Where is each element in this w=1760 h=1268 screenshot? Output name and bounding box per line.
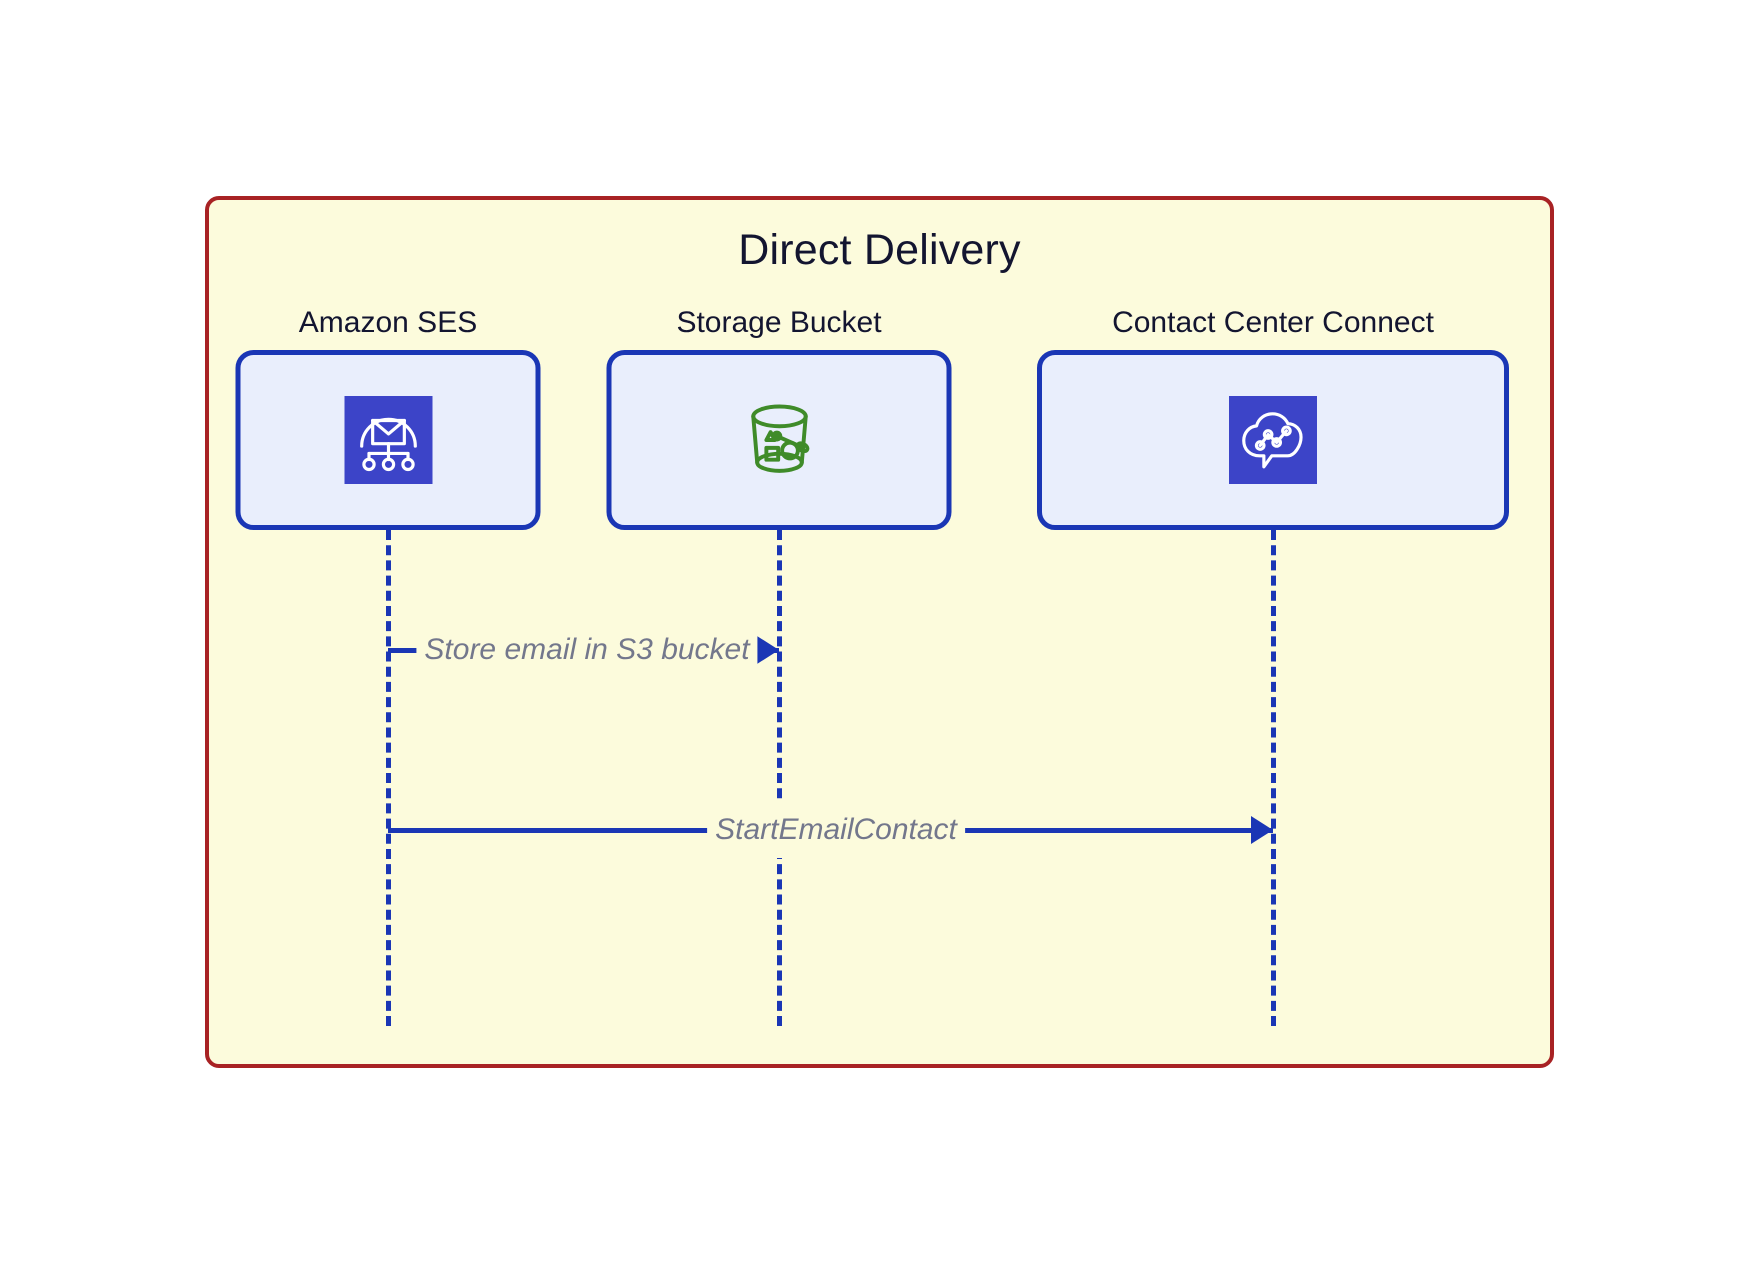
- amazon-connect-cloud-icon: [1229, 396, 1317, 484]
- participant-label-storage-bucket: Storage Bucket: [676, 306, 882, 339]
- s3-bucket-icon: [735, 396, 823, 484]
- message-store-email-in-s3-bucket: Store email in S3 bucket: [388, 622, 779, 678]
- lifeline-amazon-ses: [386, 530, 391, 1026]
- arrowhead-icon: [1251, 816, 1273, 844]
- message-label[interactable]: Store email in S3 bucket: [416, 622, 758, 678]
- participant-label-contact-center-connect: Contact Center Connect: [1112, 306, 1434, 339]
- participant-box-contact-center-connect[interactable]: [1037, 350, 1509, 530]
- lifeline-storage-bucket: [777, 530, 782, 1026]
- amazon-ses-icon: [344, 396, 432, 484]
- direct-delivery-frame: Direct Delivery Amazon SES Stora: [205, 196, 1554, 1068]
- arrowhead-icon: [757, 636, 779, 664]
- message-label[interactable]: StartEmailContact: [707, 802, 965, 858]
- lifeline-contact-center-connect: [1271, 530, 1276, 1026]
- participant-label-amazon-ses: Amazon SES: [298, 306, 478, 339]
- participant-box-storage-bucket[interactable]: [606, 350, 952, 530]
- diagram-title: Direct Delivery: [738, 226, 1021, 274]
- participant-box-amazon-ses[interactable]: [235, 350, 541, 530]
- message-start-email-contact: StartEmailContact: [388, 802, 1273, 858]
